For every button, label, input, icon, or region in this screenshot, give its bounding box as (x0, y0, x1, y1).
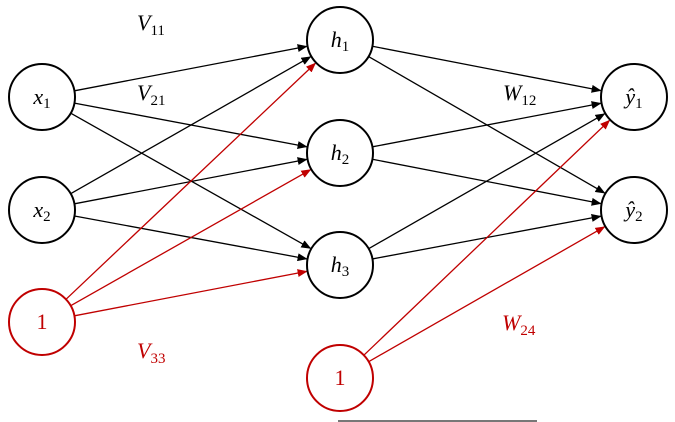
edge-b2-y1 (363, 119, 611, 356)
weight-label-V11: V11 (137, 10, 165, 39)
node-label: x2 (32, 197, 50, 225)
node-circle (600, 176, 668, 244)
node-x1: x1 (8, 63, 76, 131)
node-label: h3 (331, 252, 350, 280)
node-label: h2 (331, 140, 350, 168)
node-label: 1 (335, 365, 346, 390)
node-circle (306, 231, 374, 299)
node-circle (306, 344, 374, 412)
node-label: x1 (32, 84, 50, 112)
edge-h1-y1 (372, 45, 602, 93)
weight-label-W24: W24 (502, 310, 536, 339)
nodes-group: x1 x2 1 h1 h2 h3 1 ŷ1 ŷ2 (8, 6, 668, 412)
edge-b2-y2 (368, 226, 606, 363)
node-y2: ŷ2 (600, 176, 668, 244)
node-circle (600, 63, 668, 131)
node-label: ŷ1 (623, 84, 642, 112)
node-circle (8, 63, 76, 131)
edge-b1-h1 (65, 62, 317, 300)
node-circle (8, 288, 76, 356)
edge-b1-h2 (70, 169, 312, 307)
edge-b1-h3 (74, 269, 308, 317)
node-label: h1 (331, 27, 350, 55)
weight-label-V21: V21 (137, 80, 165, 109)
node-label: 1 (37, 309, 48, 334)
node-y1: ŷ1 (600, 63, 668, 131)
edge-h3-y1 (368, 113, 606, 250)
node-circle (306, 6, 374, 74)
edge-h2-y1 (372, 101, 602, 148)
node-h1: h1 (306, 6, 374, 74)
edge-x2-h1 (70, 56, 312, 195)
node-h3: h3 (306, 231, 374, 299)
node-circle (306, 119, 374, 187)
node-h2: h2 (306, 119, 374, 187)
node-label: ŷ2 (623, 197, 642, 225)
weight-label-W12: W12 (503, 80, 536, 109)
weight-label-V33: V33 (137, 338, 165, 367)
node-x2: x2 (8, 176, 76, 244)
node-b2: 1 (306, 344, 374, 412)
node-circle (8, 176, 76, 244)
node-b1: 1 (8, 288, 76, 356)
edges-group (65, 44, 611, 363)
edge-x1-h1 (74, 44, 308, 92)
